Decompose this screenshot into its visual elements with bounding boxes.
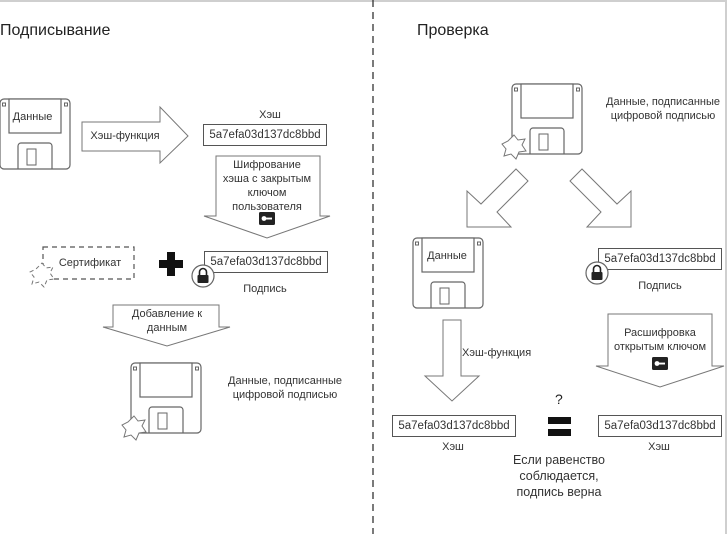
conclusion-line: соблюдается, xyxy=(519,469,599,483)
signed-data-label: Данные, подписанные цифровой подписью xyxy=(600,95,726,123)
split-arrow-right xyxy=(569,168,632,228)
decrypted-hash-box: 5a7efa03d137dc8bbd xyxy=(598,415,722,437)
plus-icon xyxy=(159,252,183,276)
split-arrow-left xyxy=(466,168,529,228)
signature-value-box: 5a7efa03d137dc8bbd xyxy=(598,248,722,270)
encrypt-label: Шифрование хэша с закрытым ключом пользо… xyxy=(215,158,319,214)
conclusion-text: Если равенство соблюдается, подпись верн… xyxy=(494,452,624,500)
encrypt-label-line: Шифрование xyxy=(233,159,301,171)
signing-title: Подписывание xyxy=(0,22,111,39)
signature-caption: Подпись xyxy=(638,280,682,292)
encrypt-label-line: ключом xyxy=(247,187,287,199)
decrypt-label: Расшифровка открытым ключом xyxy=(608,326,712,354)
hash-function-arrow xyxy=(81,105,189,165)
encrypt-arrow xyxy=(203,155,331,239)
padlock-icon xyxy=(191,264,215,288)
append-label: Добавление к данным xyxy=(116,307,218,335)
hash-caption: Хэш xyxy=(259,109,281,121)
decrypt-label-line: открытым ключом xyxy=(613,341,707,353)
signed-data-label: Данные, подписанные цифровой подписью xyxy=(222,374,348,402)
certificate-label: Сертификат xyxy=(58,257,122,269)
signed-data-label-line: Данные, подписанные xyxy=(606,96,720,108)
conclusion-line: подпись верна xyxy=(516,485,602,499)
signature-caption: Подпись xyxy=(243,283,287,295)
decrypt-arrow xyxy=(595,313,725,388)
decrypted-hash-caption: Хэш xyxy=(648,441,670,453)
hash-function-arrow xyxy=(423,319,481,402)
append-label-line: Добавление к xyxy=(131,308,203,320)
seal-star-icon xyxy=(29,262,55,288)
certificate-box xyxy=(42,246,135,280)
signed-data-label-line: цифровой подписью xyxy=(610,110,716,122)
computed-hash-caption: Хэш xyxy=(442,441,464,453)
hash-function-label: Хэш-функция xyxy=(462,347,532,359)
equals-icon xyxy=(548,417,571,436)
verification-title: Проверка xyxy=(417,22,489,39)
conclusion-line: Если равенство xyxy=(513,453,605,467)
padlock-icon xyxy=(585,261,609,285)
encrypt-label-line: хэша с закрытым xyxy=(222,173,312,185)
key-icon xyxy=(652,357,668,370)
hash-function-label: Хэш-функция xyxy=(90,130,160,142)
decrypt-label-line: Расшифровка xyxy=(624,327,696,339)
encrypt-label-line: пользователя xyxy=(232,201,302,213)
computed-hash-box: 5a7efa03d137dc8bbd xyxy=(392,415,516,437)
data-label: Данные xyxy=(427,250,467,262)
signed-data-label-line: цифровой подписью xyxy=(232,389,338,401)
hash-value-box: 5a7efa03d137dc8bbd xyxy=(203,124,327,146)
data-label: Данные xyxy=(12,111,53,123)
signed-data-label-line: Данные, подписанные xyxy=(228,375,342,387)
append-data-arrow xyxy=(102,304,231,347)
append-label-line: данным xyxy=(146,322,188,334)
question-mark: ? xyxy=(555,391,563,407)
signature-value-box: 5a7efa03d137dc8bbd xyxy=(204,251,328,273)
